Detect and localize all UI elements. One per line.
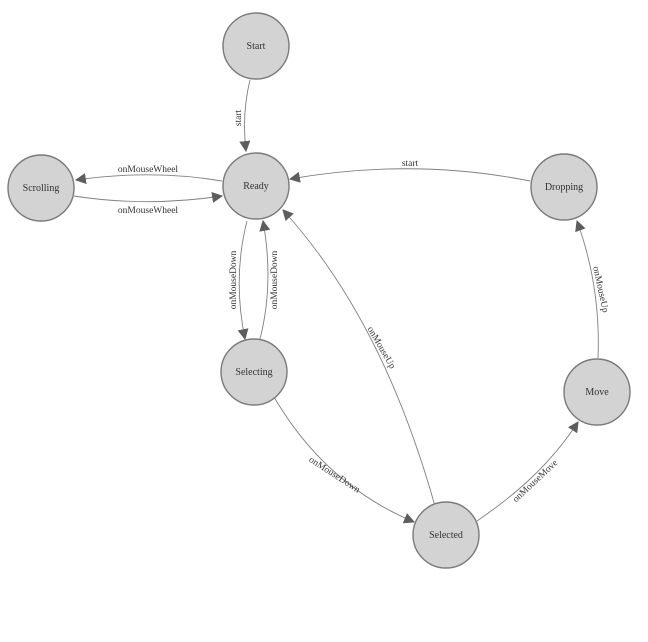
edge-selected-to-move — [476, 421, 579, 522]
edge-label-selecting-to-ready: onMouseDown — [270, 250, 280, 309]
node-dropping[interactable]: Dropping — [530, 153, 598, 221]
edge-label-ready-to-selecting: onMouseDown — [229, 250, 239, 309]
nodes: Start Ready Scrolling Dropping Selecting… — [7, 12, 631, 569]
node-label-ready: Ready — [243, 181, 269, 192]
edge-dropping-to-ready — [288, 168, 531, 183]
edge-move-to-dropping — [575, 219, 599, 359]
node-selected[interactable]: Selected — [412, 501, 480, 569]
edge-selecting-to-selected — [273, 396, 416, 524]
node-scrolling[interactable]: Scrolling — [7, 154, 75, 222]
edge-ready-to-scrolling — [74, 173, 223, 185]
edge-scrolling-to-ready — [73, 192, 224, 203]
node-label-move: Move — [585, 387, 609, 398]
edge-label-scrolling-to-ready: onMouseWheel — [118, 206, 179, 216]
node-label-scrolling: Scrolling — [23, 183, 60, 194]
edge-ready-to-selecting — [237, 220, 249, 341]
node-start[interactable]: Start — [222, 12, 290, 80]
node-selecting[interactable]: Selecting — [220, 338, 288, 406]
node-move[interactable]: Move — [563, 358, 631, 426]
edge-selecting-to-ready — [259, 219, 271, 340]
edge-label-start-to-ready: start — [234, 109, 244, 126]
edge-label-selected-to-move: onMouseMove — [511, 458, 560, 505]
edge-selected-to-ready — [282, 209, 436, 507]
edge-label-ready-to-scrolling: onMouseWheel — [118, 165, 179, 175]
node-label-start: Start — [247, 41, 266, 52]
edge-label-selected-to-ready: onMouseUp — [365, 325, 397, 371]
edge-start-to-ready — [239, 79, 251, 153]
node-label-selecting: Selecting — [235, 367, 272, 378]
edge-label-selecting-to-selected: onMouseDown — [307, 455, 362, 495]
node-ready[interactable]: Ready — [222, 152, 290, 220]
edges — [73, 79, 599, 524]
node-label-selected: Selected — [429, 530, 463, 541]
edge-label-dropping-to-ready: start — [402, 159, 419, 169]
edge-label-move-to-dropping: onMouseUp — [590, 266, 610, 314]
node-label-dropping: Dropping — [545, 182, 583, 193]
